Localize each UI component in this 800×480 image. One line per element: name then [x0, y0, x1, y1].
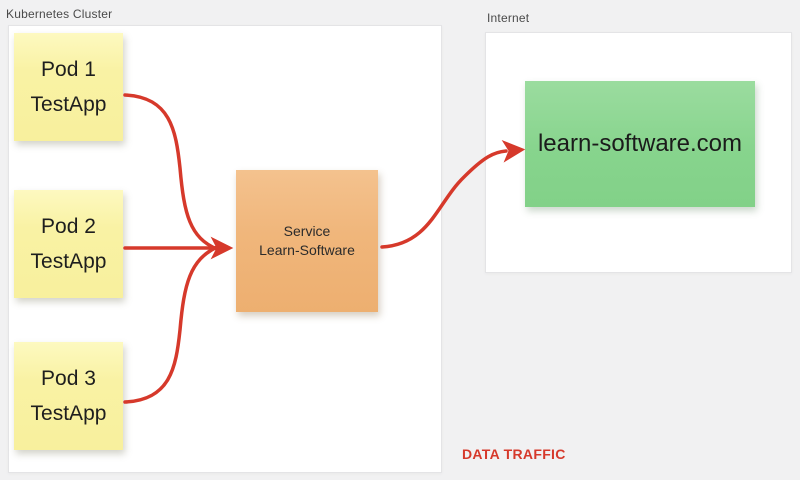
service-note: Service Learn-Software: [236, 170, 378, 312]
kubernetes-cluster-label: Kubernetes Cluster: [6, 7, 113, 21]
service-name: Learn-Software: [259, 242, 355, 258]
internet-label: Internet: [487, 11, 530, 25]
website-url: learn-software.com: [537, 130, 743, 157]
website-note: learn-software.com: [525, 81, 755, 207]
pod-2-name: Pod 2: [41, 215, 96, 238]
pod-3-app: TestApp: [30, 402, 107, 425]
pod-2-note: Pod 2 TestApp: [14, 190, 123, 298]
pod-3-name: Pod 3: [41, 367, 96, 390]
pod-1-name: Pod 1: [41, 58, 96, 81]
data-traffic-legend: DATA TRAFFIC: [462, 446, 566, 462]
pod-1-app: TestApp: [30, 93, 107, 116]
service-title: Service: [283, 223, 331, 239]
pod-3-note: Pod 3 TestApp: [14, 342, 123, 450]
pod-1-note: Pod 1 TestApp: [14, 33, 123, 141]
pod-2-app: TestApp: [30, 250, 107, 273]
